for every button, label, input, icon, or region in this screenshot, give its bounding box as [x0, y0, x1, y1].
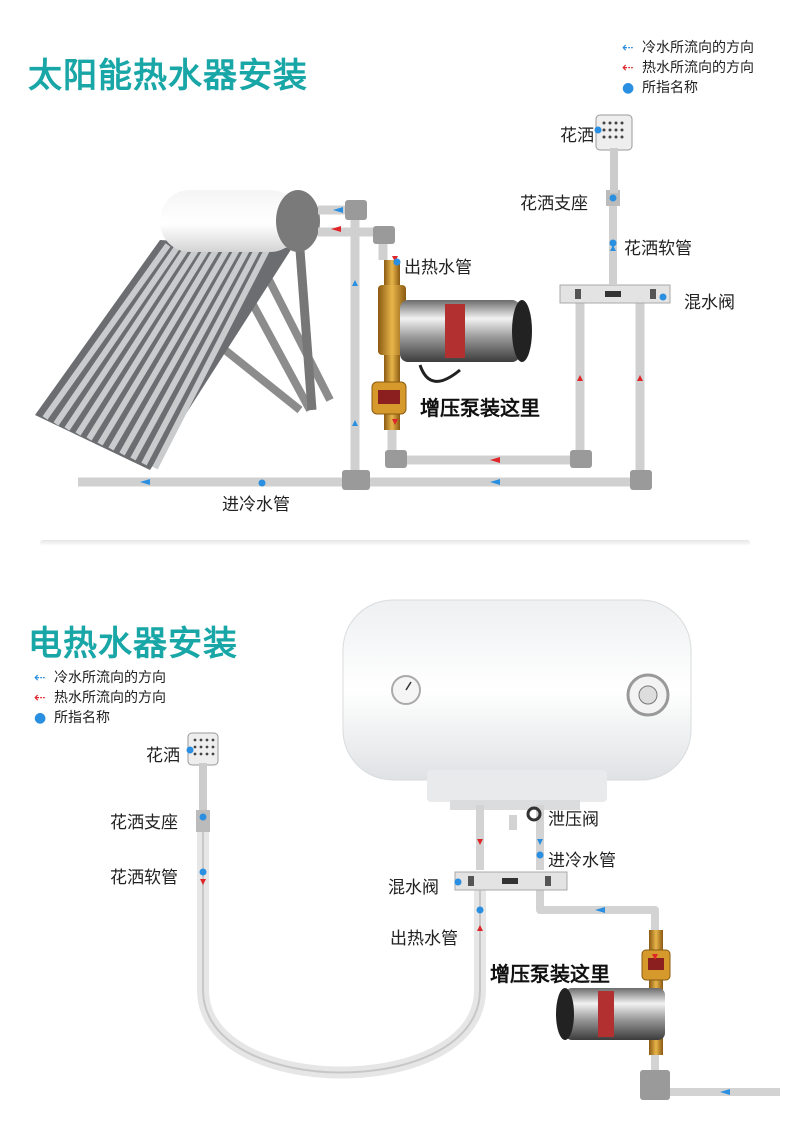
shower-hose [197, 830, 486, 1079]
dot-icon: ● [34, 710, 47, 726]
label-pump-here: 增压泵装这里 [490, 962, 610, 986]
solar-flow-arrows [140, 207, 643, 485]
cold-arrow [610, 245, 616, 251]
legend-name: ●所指名称 [34, 710, 110, 726]
hot-arrow-icon: ⇠ [34, 690, 46, 706]
electric-shower-head [187, 732, 219, 832]
hot-arrow [577, 375, 583, 381]
dot-icon: ● [622, 80, 635, 96]
hot-arrow [637, 375, 643, 381]
hot-arrow-icon: ⇠ [622, 60, 634, 76]
label-shower: 花洒 [146, 746, 180, 766]
hot-arrow [392, 419, 398, 425]
solar-elbows [342, 200, 652, 490]
label-hot-out-pipe: 出热水管 [390, 929, 458, 949]
cold-arrow [537, 839, 543, 845]
cold-arrow-icon: ⇠ [34, 670, 46, 686]
hot-arrow [477, 839, 483, 845]
electric-name-dots [186, 746, 544, 914]
solar-name-dots [258, 126, 667, 487]
label-shower-mount: 花洒支座 [520, 194, 588, 214]
legend-cold: ⇠冷水所流向的方向 [34, 670, 166, 686]
cold-arrow [352, 280, 358, 286]
electric-flow-arrows [200, 839, 730, 1095]
cold-arrow [720, 1089, 730, 1095]
legend-name: ●所指名称 [622, 80, 698, 96]
electric-mixing-valve [454, 871, 568, 891]
label-cold-in-pipe: 进冷水管 [548, 851, 616, 871]
legend-cold: ⇠冷水所流向的方向 [622, 40, 754, 56]
solar-section-title: 太阳能热水器安装 [28, 56, 308, 96]
relief-valve-icon [526, 806, 542, 822]
hot-arrow [392, 256, 398, 262]
label-mixing-valve: 混水阀 [684, 293, 735, 313]
hot-arrow [652, 954, 658, 960]
label-mixing-valve: 混水阀 [388, 878, 439, 898]
cold-arrow [490, 479, 500, 485]
label-pump-here: 增压泵装这里 [420, 396, 540, 420]
cold-arrow [140, 479, 150, 485]
label-cold-in-pipe: 进冷水管 [222, 495, 290, 515]
electric-heater [342, 599, 692, 810]
solar-heater [35, 190, 334, 470]
cold-arrow-icon: ⇠ [622, 40, 634, 56]
hot-arrow [331, 226, 341, 232]
solar-booster-pump [371, 260, 532, 430]
cold-arrow [333, 207, 343, 213]
electric-section-title: 电热水器安装 [28, 624, 238, 664]
label-shower: 花洒 [560, 126, 594, 146]
label-shower-mount: 花洒支座 [110, 813, 178, 833]
label-hot-out-pipe: 出热水管 [404, 258, 472, 278]
electric-booster-pump [556, 930, 671, 1100]
hot-arrow [477, 925, 483, 931]
cold-arrow [595, 907, 605, 913]
label-relief-valve: 泄压阀 [548, 810, 599, 830]
hot-arrow [490, 457, 500, 463]
label-shower-hose: 花洒软管 [624, 239, 692, 259]
legend-hot: ⇠热水所流向的方向 [34, 690, 166, 706]
legend-hot: ⇠热水所流向的方向 [622, 60, 754, 76]
hot-arrow [200, 879, 206, 885]
label-shower-hose: 花洒软管 [110, 868, 178, 888]
section-divider [40, 540, 750, 546]
electric-pipes [476, 805, 780, 1096]
cold-arrow [352, 420, 358, 426]
